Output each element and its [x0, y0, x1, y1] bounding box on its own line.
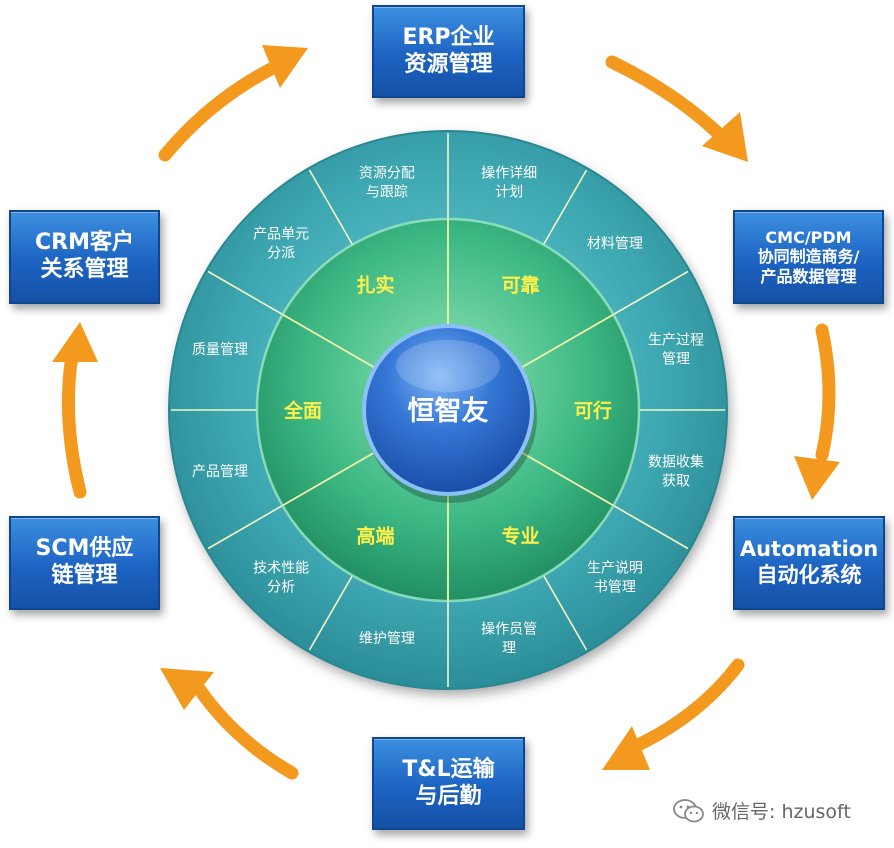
outer-ring-divider — [207, 270, 283, 316]
cmc-pdm-box[interactable]: CMC/PDM 协同制造商务/ 产品数据管理 — [733, 210, 884, 304]
arrow-erp-to-cmc-head — [702, 112, 748, 162]
tl-box[interactable]: T&L运输 与后勤 — [372, 737, 525, 830]
arrow-auto-to-tl-head — [602, 726, 650, 770]
outer-ring-label: 操作详细 — [481, 166, 537, 182]
erp-box[interactable]: ERP企业 资源管理 — [372, 5, 525, 98]
erp-box-line2: 资源管理 — [404, 51, 493, 77]
outer-ring-divider — [542, 575, 588, 651]
outer-ring-divider — [308, 169, 354, 245]
watermark-text: 微信号: hzusoft — [712, 801, 851, 823]
outer-ring-divider — [613, 504, 689, 550]
cmc-box-line2: 协同制造商务/ — [757, 247, 860, 267]
arrow-crm-to-erp-head — [262, 45, 308, 88]
outer-ring-label: 管理 — [662, 351, 690, 367]
outer-ring-label: 数据收集 — [648, 454, 704, 471]
inner-ring-dividers — [282, 219, 614, 601]
arrow-scm-to-crm — [61, 348, 87, 499]
watermark: 微信号: hzusoft — [672, 797, 851, 824]
cycle-arrows — [52, 45, 840, 780]
cmc-box-line3: 产品数据管理 — [760, 266, 857, 286]
inner-ring-label: 扎实 — [356, 273, 394, 296]
arrow-cmc-to-auto-head — [794, 456, 840, 500]
inner-ring-label: 高端 — [356, 525, 394, 548]
wechat-icon — [673, 798, 704, 822]
outer-ring-label: 分析 — [267, 579, 295, 595]
erp-box-line1: ERP企业 — [402, 24, 495, 50]
inner-ring-label: 可行 — [574, 399, 612, 422]
cmc-box-line1: CMC/PDM — [765, 227, 852, 247]
outer-ring-divider — [308, 575, 354, 651]
outer-ring-divider — [542, 169, 588, 245]
outer-ring-label: 维护管理 — [359, 631, 415, 647]
arrow-scm-to-crm-head — [52, 322, 98, 362]
outer-ring-label: 资源分配 — [359, 166, 415, 182]
outer-ring-label: 质量管理 — [192, 342, 248, 358]
outer-ring-edge — [168, 130, 728, 690]
scm-box-line2: 链管理 — [51, 563, 118, 588]
center-highlight — [396, 340, 500, 392]
outer-ring-label: 书管理 — [594, 579, 636, 595]
scm-box-line1: SCM供应 — [35, 536, 134, 562]
outer-ring-label: 产品管理 — [192, 464, 248, 480]
arrow-tl-to-scm — [193, 683, 299, 780]
arrow-tl-to-scm-head — [160, 668, 214, 710]
outer-ring-label: 材料管理 — [587, 236, 643, 252]
inner-ring-divider — [282, 313, 374, 368]
crm-box[interactable]: CRM客户 关系管理 — [9, 210, 160, 304]
inner-ring-label: 全面 — [283, 399, 322, 422]
outer-ring-label: 操作员管 — [481, 621, 537, 637]
arrow-crm-to-erp — [158, 55, 292, 162]
outer-ring-divider — [613, 270, 689, 316]
scm-box[interactable]: SCM供应 链管理 — [9, 516, 160, 610]
tl-box-line1: T&L运输 — [402, 756, 495, 782]
outer-ring-dividers — [171, 133, 725, 687]
outer-ring-label: 技术性能 — [253, 560, 309, 576]
arrow-auto-to-tl — [631, 658, 745, 752]
outer-ring-label: 生产说明 — [587, 560, 643, 576]
inner-ring-divider — [522, 313, 614, 368]
outer-ring-label: 理 — [502, 640, 516, 656]
automation-box[interactable]: Automation 自动化系统 — [733, 516, 885, 610]
arrow-cmc-to-auto — [815, 323, 836, 462]
center-label: 恒智友 — [408, 396, 489, 427]
crm-box-line1: CRM客户 — [35, 230, 134, 256]
inner-ring-divider — [522, 452, 614, 507]
inner-ring-label: 专业 — [501, 525, 539, 548]
outer-ring-label: 分派 — [267, 246, 295, 262]
outer-ring-divider — [207, 504, 283, 550]
inner-ring-divider — [282, 452, 374, 507]
automation-box-line2: 自动化系统 — [756, 563, 862, 587]
arrow-erp-to-cmc — [605, 55, 732, 147]
outer-ring-label: 产品单元 — [253, 227, 309, 243]
tl-box-line2: 与后勤 — [415, 783, 482, 809]
outer-ring-label: 与跟踪 — [366, 185, 408, 201]
crm-box-line2: 关系管理 — [40, 257, 129, 282]
automation-box-line1: Automation — [739, 537, 879, 562]
outer-ring-label: 生产过程 — [648, 332, 704, 348]
outer-ring-label: 获取 — [662, 474, 690, 490]
center-circle — [362, 324, 534, 496]
outer-ring-label: 计划 — [495, 185, 523, 201]
inner-ring-label: 可靠 — [501, 274, 539, 296]
